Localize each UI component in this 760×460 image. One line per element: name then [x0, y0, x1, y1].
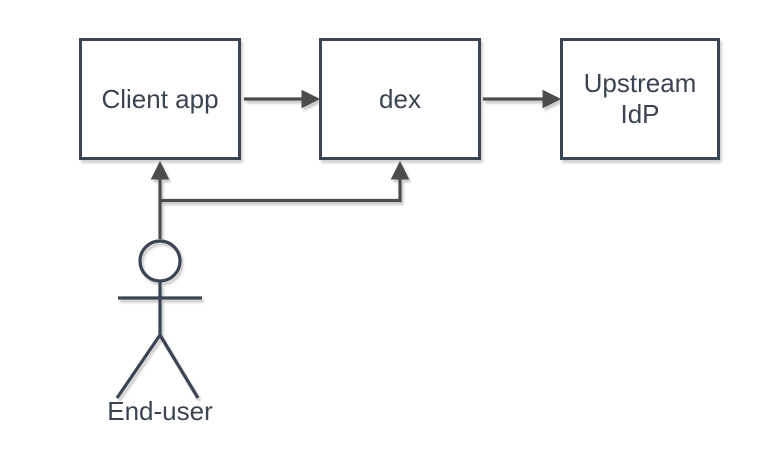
end-user-label: End-user: [107, 396, 213, 426]
node-upstream-idp: Upstream IdP: [560, 38, 720, 160]
arrow-end-user-to-dex: [160, 160, 410, 203]
node-upstream-idp-label: Upstream IdP: [583, 68, 697, 129]
arrow-dex-to-upstream-idp: [483, 89, 562, 109]
node-client-app: Client app: [79, 38, 241, 160]
node-client-app-label: Client app: [101, 83, 219, 114]
end-user-actor-icon: [115, 239, 202, 399]
arrow-client-app-to-dex: [244, 89, 321, 109]
node-dex: dex: [319, 38, 481, 160]
arrow-end-user-to-client-app: [150, 160, 170, 239]
node-dex-label: dex: [379, 83, 421, 114]
